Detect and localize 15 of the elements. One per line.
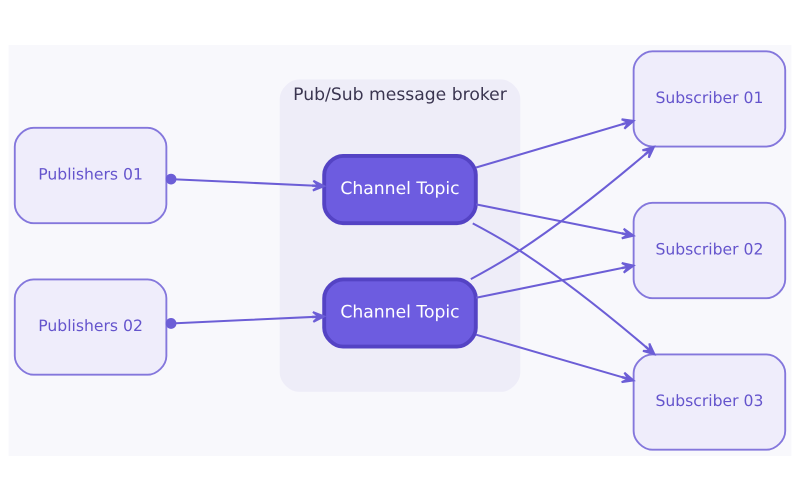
arrow <box>476 202 635 239</box>
node-box: Channel Topic <box>322 154 478 225</box>
arrow <box>472 222 656 355</box>
arrow <box>476 118 635 168</box>
node-box: Subscriber 01 <box>632 50 786 148</box>
arrow <box>476 262 635 298</box>
arrow <box>166 310 326 328</box>
arrow <box>476 333 635 383</box>
node-box: Publishers 01 <box>14 126 168 224</box>
node-box: Subscriber 02 <box>632 201 786 299</box>
node-box: Publishers 02 <box>14 278 168 376</box>
arrow <box>470 145 655 280</box>
node-box: Subscriber 03 <box>632 352 786 450</box>
node-box: Channel Topic <box>322 276 478 348</box>
arrow <box>166 173 326 192</box>
